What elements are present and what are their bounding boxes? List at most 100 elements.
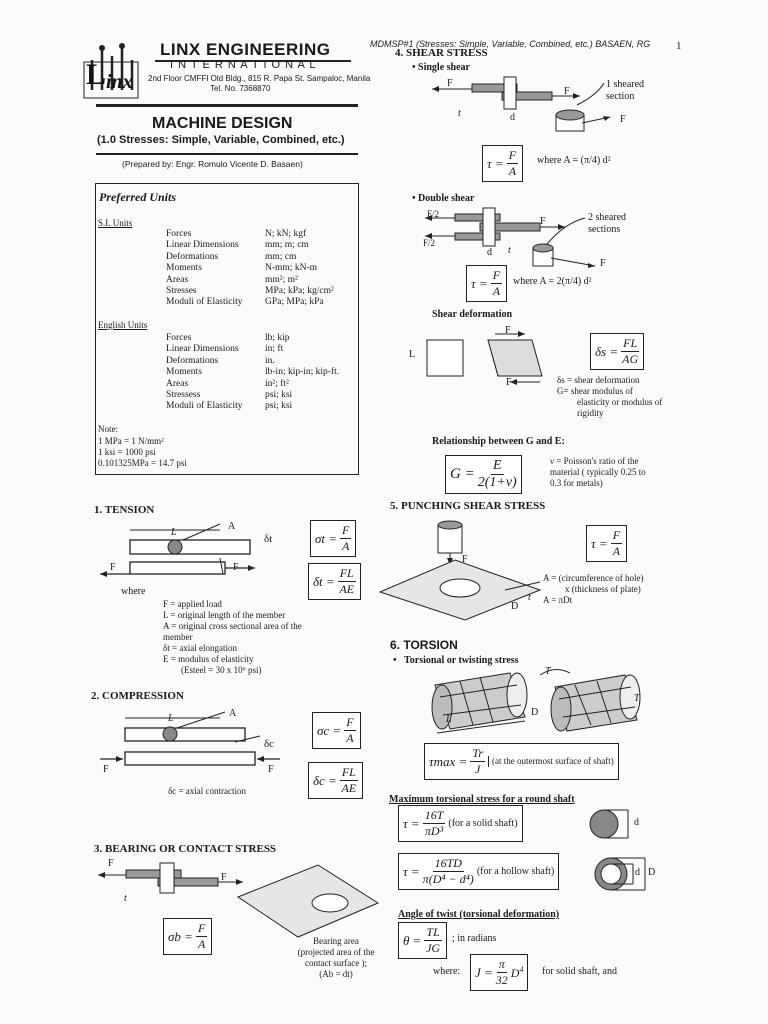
- page-subtitle: (1.0 Stresses: Simple, Variable, Combine…: [97, 134, 345, 146]
- formula-num: TL: [424, 925, 442, 941]
- unit-value: mm; cm: [265, 251, 297, 262]
- formula-den: A: [612, 544, 621, 558]
- double-shear-sections-label: 2 sheared sections: [588, 212, 626, 236]
- shear-heading: 4. SHEAR STRESS: [395, 47, 488, 59]
- formula-lhs: τ =: [403, 863, 420, 879]
- single-shear-t: t: [458, 108, 461, 119]
- compression-note: δc = axial contraction: [168, 786, 247, 796]
- hollow-shaft-section: [594, 857, 646, 891]
- polar-moment-where: where:: [433, 966, 461, 977]
- bearing-heading: 3. BEARING OR CONTACT STRESS: [94, 843, 277, 855]
- formula-num: F: [340, 523, 352, 539]
- formula-den: 32: [495, 973, 508, 987]
- units-note-label: Note:: [98, 424, 118, 434]
- formula-den: A: [346, 731, 354, 745]
- formula-den: A: [197, 937, 206, 951]
- formula-den: AE: [339, 582, 355, 596]
- unit-name: Forces: [166, 229, 192, 239]
- unit-value: GPa; MPa; kPa: [265, 297, 324, 308]
- solid-shaft-section: [589, 809, 629, 839]
- single-shear-heading: • Single shear: [412, 62, 470, 73]
- double-shear-F2-bottom: F/2: [423, 238, 436, 248]
- formula-lhs: δs =: [595, 343, 619, 359]
- formula-den: AE: [341, 781, 357, 795]
- shear-deformation-L: L: [409, 349, 416, 360]
- punching-F: F: [462, 554, 468, 565]
- formula-num: F: [610, 528, 623, 544]
- formula-num: F: [344, 715, 356, 731]
- company-subtitle: I N T E R N A T I O N A L: [170, 59, 317, 71]
- shear-deformation-diagram: [426, 331, 543, 385]
- note-line: ν = Poisson's ratio of the: [550, 456, 639, 466]
- page-number: 1: [676, 40, 682, 52]
- single-shear-F-tip: F: [620, 114, 626, 125]
- formula-lhs: τ =: [591, 535, 608, 551]
- formula-num: F: [195, 921, 208, 937]
- note-line: Bearing area: [313, 936, 359, 946]
- formula-num: 16TD: [432, 856, 464, 872]
- unit-value: psi; ksi: [265, 390, 293, 400]
- label-line: 2 sheared: [588, 212, 627, 223]
- label-line: section: [606, 91, 635, 102]
- note-line: δs = shear deformation: [557, 375, 640, 385]
- angle-of-twist-note: ; in radians: [452, 933, 497, 944]
- unit-value: in²; ft²: [265, 378, 289, 389]
- unit-name: Forces: [166, 333, 192, 343]
- document-reference: MDMSP#1 (Stresses: Simple, Variable, Com…: [370, 39, 651, 49]
- formula-lhs: τ =: [471, 275, 488, 291]
- si-units-heading: S.I. Units: [98, 218, 133, 228]
- angle-of-twist-heading: Angle of twist (torsional deformation): [398, 909, 560, 920]
- tension-label-delta: δt: [264, 533, 273, 545]
- linx-logo: inx L: [83, 43, 139, 99]
- formula-lhs: G =: [450, 466, 475, 482]
- note-line: x (thickness of plate): [565, 584, 641, 594]
- definition-line: A = original cross sectional area of the: [163, 621, 302, 631]
- compression-label-F-left: F: [103, 764, 109, 775]
- units-note-2: 1 ksi = 1000 psi: [98, 447, 156, 457]
- unit-name: Deformations: [166, 355, 219, 366]
- single-shear-label: Single shear: [418, 62, 470, 73]
- max-torsional-heading: Maximum torsional stress for a round sha…: [389, 794, 575, 805]
- company-name: LINX ENGINEERING: [160, 40, 331, 59]
- tension-label-F-left: F: [110, 562, 116, 573]
- compression-label-A: A: [229, 708, 237, 719]
- shear-deformation-F-bottom: F: [506, 377, 512, 388]
- unit-value: lb-in; kip-in; kip-ft.: [265, 367, 340, 378]
- unit-value: psi; ksi: [265, 401, 293, 412]
- torsion-heading: 6. TORSION: [390, 638, 458, 652]
- hollow-shaft-d: d: [635, 867, 640, 878]
- torsion-diagram: [431, 669, 641, 734]
- double-shear-F-right: F: [540, 216, 546, 227]
- bearing-area-note: Bearing area (projected area of the cont…: [288, 936, 384, 980]
- formula-den: A: [492, 284, 501, 298]
- formula-note: (for a hollow shaft): [476, 865, 555, 877]
- single-shear-sections-label: 1 sheared section: [606, 79, 644, 103]
- units-heading: Preferred Units: [99, 190, 176, 204]
- single-shear-F-left: F: [447, 78, 453, 89]
- torsion-D: D: [531, 707, 539, 718]
- formula-den: JG: [426, 941, 441, 955]
- label-line: 1 sheared: [606, 79, 645, 90]
- polar-moment-note: for solid shaft, and: [542, 966, 617, 977]
- double-shear-F2-top: F/2: [427, 209, 440, 219]
- double-shear-area: where A = 2(π/4) d²: [513, 276, 592, 287]
- formula-num: F: [506, 148, 519, 164]
- definition-line: member: [163, 632, 193, 642]
- compression-heading: 2. COMPRESSION: [91, 690, 184, 702]
- unit-value: in.: [265, 355, 275, 366]
- punching-t: t: [528, 592, 531, 603]
- shear-deformation-notes: δs = shear deformation G= shear modulus …: [557, 375, 677, 419]
- bearing-label-t: t: [124, 893, 127, 904]
- formula-den: AG: [622, 352, 639, 366]
- note-line: contact surface );: [305, 958, 367, 968]
- formula-lhs: τ =: [403, 815, 420, 831]
- formula-num: FL: [621, 336, 640, 352]
- units-note-1: 1 MPa = 1 N/mm²: [98, 436, 164, 446]
- single-shear-d: d: [510, 112, 515, 123]
- unit-name: Moments: [166, 263, 202, 274]
- unit-name: Linear Dimensions: [166, 240, 239, 251]
